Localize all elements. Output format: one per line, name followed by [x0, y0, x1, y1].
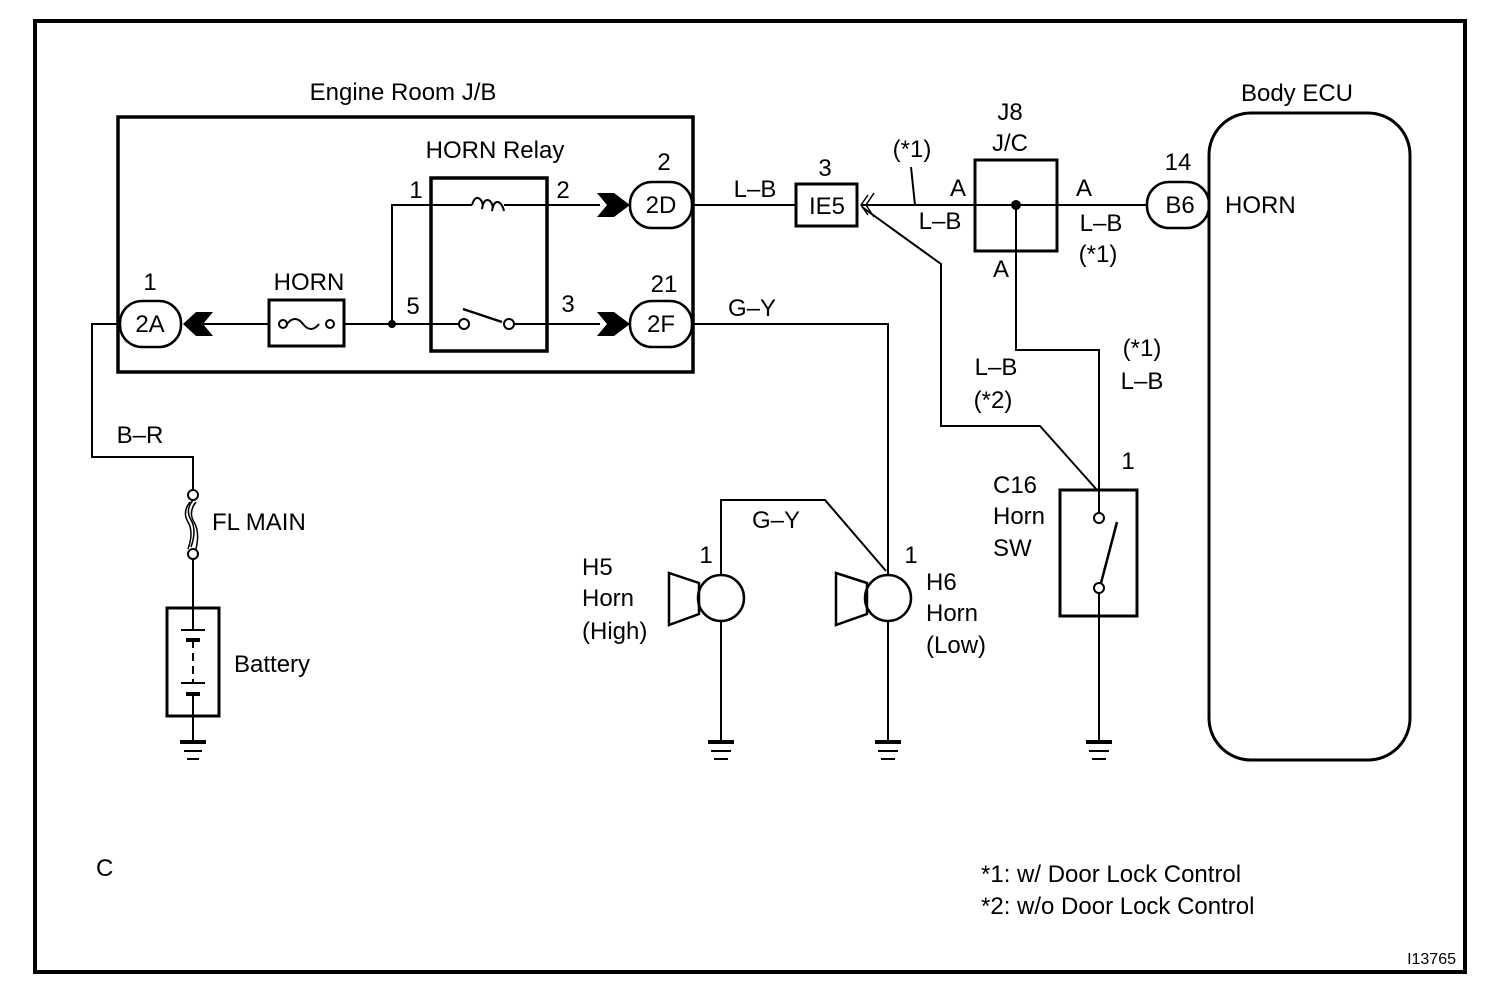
wire-gy-label-1: G–Y [728, 295, 776, 322]
battery-label: Battery [234, 651, 310, 678]
horn-switch-contact-icon [1099, 521, 1119, 584]
j8-id: J8 [997, 99, 1022, 126]
horn-relay-box [429, 176, 549, 353]
svg-text:2A: 2A [135, 311, 164, 338]
h5-name: Horn [582, 585, 634, 612]
svg-text:2D: 2D [646, 192, 677, 219]
svg-text:2F: 2F [647, 311, 675, 338]
horn-h6-icon [834, 571, 913, 627]
wire-gy-label-2: G–Y [752, 507, 800, 534]
h6-name: Horn [926, 600, 978, 627]
h6-pin: 1 [904, 542, 917, 569]
c16-pin: 1 [1121, 448, 1134, 475]
relay-pin-3: 3 [561, 291, 574, 318]
j8-type: J/C [992, 130, 1028, 157]
body-ecu-terminal-horn: HORN [1225, 192, 1296, 219]
c16-name2: SW [993, 535, 1032, 562]
outer-frame [33, 19, 1467, 974]
note-marker-2a: (*2) [974, 387, 1013, 414]
ground-icon [1086, 740, 1112, 760]
connector-arrow-2f-icon [597, 312, 630, 336]
h5-code: H5 [582, 554, 613, 581]
note-marker-1a: (*1) [893, 136, 932, 163]
h6-variant: (Low) [926, 632, 986, 659]
connector-arrow-2a-icon [183, 312, 213, 336]
j8-pin-left: A [950, 175, 966, 202]
fusible-link-icon [184, 499, 199, 550]
fuse-icon [286, 318, 320, 330]
legend-note-1: *1: w/ Door Lock Control [981, 861, 1241, 888]
horn-fuse-label: HORN [274, 269, 345, 296]
fl-main-label: FL MAIN [212, 509, 306, 536]
j8-pin-bottom: A [993, 256, 1009, 283]
wire-lb-label-2: L–B [919, 208, 962, 235]
ground-icon [875, 740, 901, 760]
connector-2d-pin: 2 [657, 149, 670, 176]
ie5-pin: 3 [818, 155, 831, 182]
ground-icon [708, 740, 734, 760]
h5-pin: 1 [699, 542, 712, 569]
wire-br-label: B–R [117, 422, 164, 449]
diagram-code: C [96, 855, 113, 882]
c16-code: C16 [993, 472, 1037, 499]
wire-lb-label-5: L–B [1121, 368, 1164, 395]
connector-b6 [1145, 180, 1211, 230]
body-ecu-box [1207, 111, 1412, 762]
wire-lb-label-1: L–B [734, 176, 777, 203]
wire-lb-label-3: L–B [1080, 210, 1123, 237]
horn-fuse-box [267, 298, 346, 348]
connector-2a-pin: 1 [143, 269, 156, 296]
connector-2f-pin: 21 [651, 271, 678, 298]
horn-h5-icon [667, 571, 746, 627]
engine-room-jb-box [116, 115, 695, 374]
connector-ie5 [794, 182, 859, 228]
relay-pin-1: 1 [409, 177, 422, 204]
svg-text:IE5: IE5 [809, 193, 845, 220]
junction-dot [388, 320, 396, 328]
note-marker-1b: (*1) [1079, 241, 1118, 268]
relay-pin-5: 5 [406, 293, 419, 320]
relay-pin-2: 2 [556, 177, 569, 204]
engine-room-jb-title: Engine Room J/B [310, 79, 497, 106]
j8-pin-right: A [1076, 175, 1092, 202]
svg-text:B6: B6 [1165, 192, 1194, 219]
relay-switch-contact-icon [462, 307, 503, 324]
wire-lb-label-4: L–B [975, 354, 1018, 381]
c16-name: Horn [993, 503, 1045, 530]
body-ecu-title: Body ECU [1241, 80, 1353, 107]
legend-note-2: *2: w/o Door Lock Control [981, 893, 1254, 920]
figure-id: I13765 [1407, 951, 1456, 968]
note-marker-1c: (*1) [1123, 335, 1162, 362]
connector-arrow-2d-icon [597, 193, 630, 217]
relay-coil-icon [471, 196, 505, 212]
battery-icon [181, 608, 205, 740]
horn-relay-label: HORN Relay [426, 137, 565, 164]
body-ecu-pin: 14 [1165, 149, 1192, 176]
h5-variant: (High) [582, 618, 647, 645]
h6-code: H6 [926, 569, 957, 596]
ground-icon [180, 740, 206, 760]
